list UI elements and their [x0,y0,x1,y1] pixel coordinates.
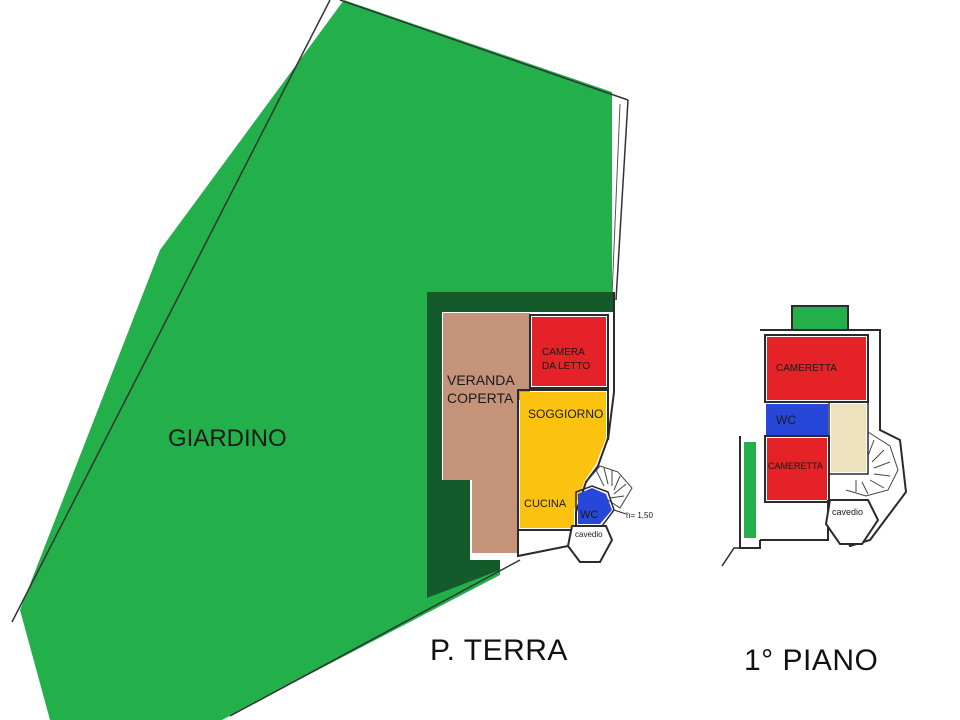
dark-green-strip [427,292,614,598]
ground-cavedio-label: cavedio [575,530,603,539]
garden-fill [20,0,612,720]
veranda-room [443,313,530,553]
first-floor-cavedio-label: cavedio [832,507,863,517]
ground-floor-plan [427,292,633,598]
garden-boundary-bottom [229,559,521,717]
first-floor-caption: 1° PIANO [744,644,879,677]
garden-boundary-right-inner [611,103,621,297]
first-floor-boundary-line [721,547,740,567]
first-floor-wing-wall [739,436,761,549]
living-kitchen-wall [517,389,609,531]
first-floor-cavedio [824,499,880,545]
bedroom-room [532,317,606,386]
cameretta-top-label: CAMERETTA [776,363,837,374]
cameretta-top-room [767,337,866,400]
cameretta-top-wall [764,334,869,403]
living-label: SOGGIORNO [528,407,603,421]
ground-floor-caption: P. TERRA [430,634,568,667]
bedroom-wall [529,314,609,389]
cameretta-bottom-label: CAMERETTA [768,461,823,471]
height-leader-line [613,509,627,515]
wc-room [578,488,612,524]
garden-boundary-top [339,0,629,101]
garden-label: GIARDINO [168,425,287,452]
bedroom-label-line2: DA LETTO [542,361,590,372]
balcony-area [791,305,849,331]
cameretta-bottom-room [767,438,827,500]
ground-outer-wall-bottom [517,530,569,558]
ground-wc-label: WC [580,509,598,521]
first-floor-green-strip [744,442,756,538]
height-note-label: h= 1,50 [626,511,653,520]
living-kitchen-room [520,392,606,528]
cameretta-bottom-wall [764,435,830,503]
garden-area [11,0,629,720]
beige-room [831,404,866,472]
first-floor-wc-label: WC [776,413,796,427]
first-floor-stairs [845,431,899,497]
veranda-label-line1: VERANDA [447,372,515,388]
veranda-label-line2: COPERTA [447,390,514,406]
garden-boundary-left [11,0,331,623]
garden-boundary-right [615,99,629,301]
first-floor-plan [721,305,908,567]
bedroom-label-line1: CAMERA [542,347,585,358]
ground-outer-wall-right [607,292,615,441]
first-floor-wc-room [766,404,828,435]
kitchen-label: CUCINA [524,498,567,510]
ground-stairs [587,465,633,509]
